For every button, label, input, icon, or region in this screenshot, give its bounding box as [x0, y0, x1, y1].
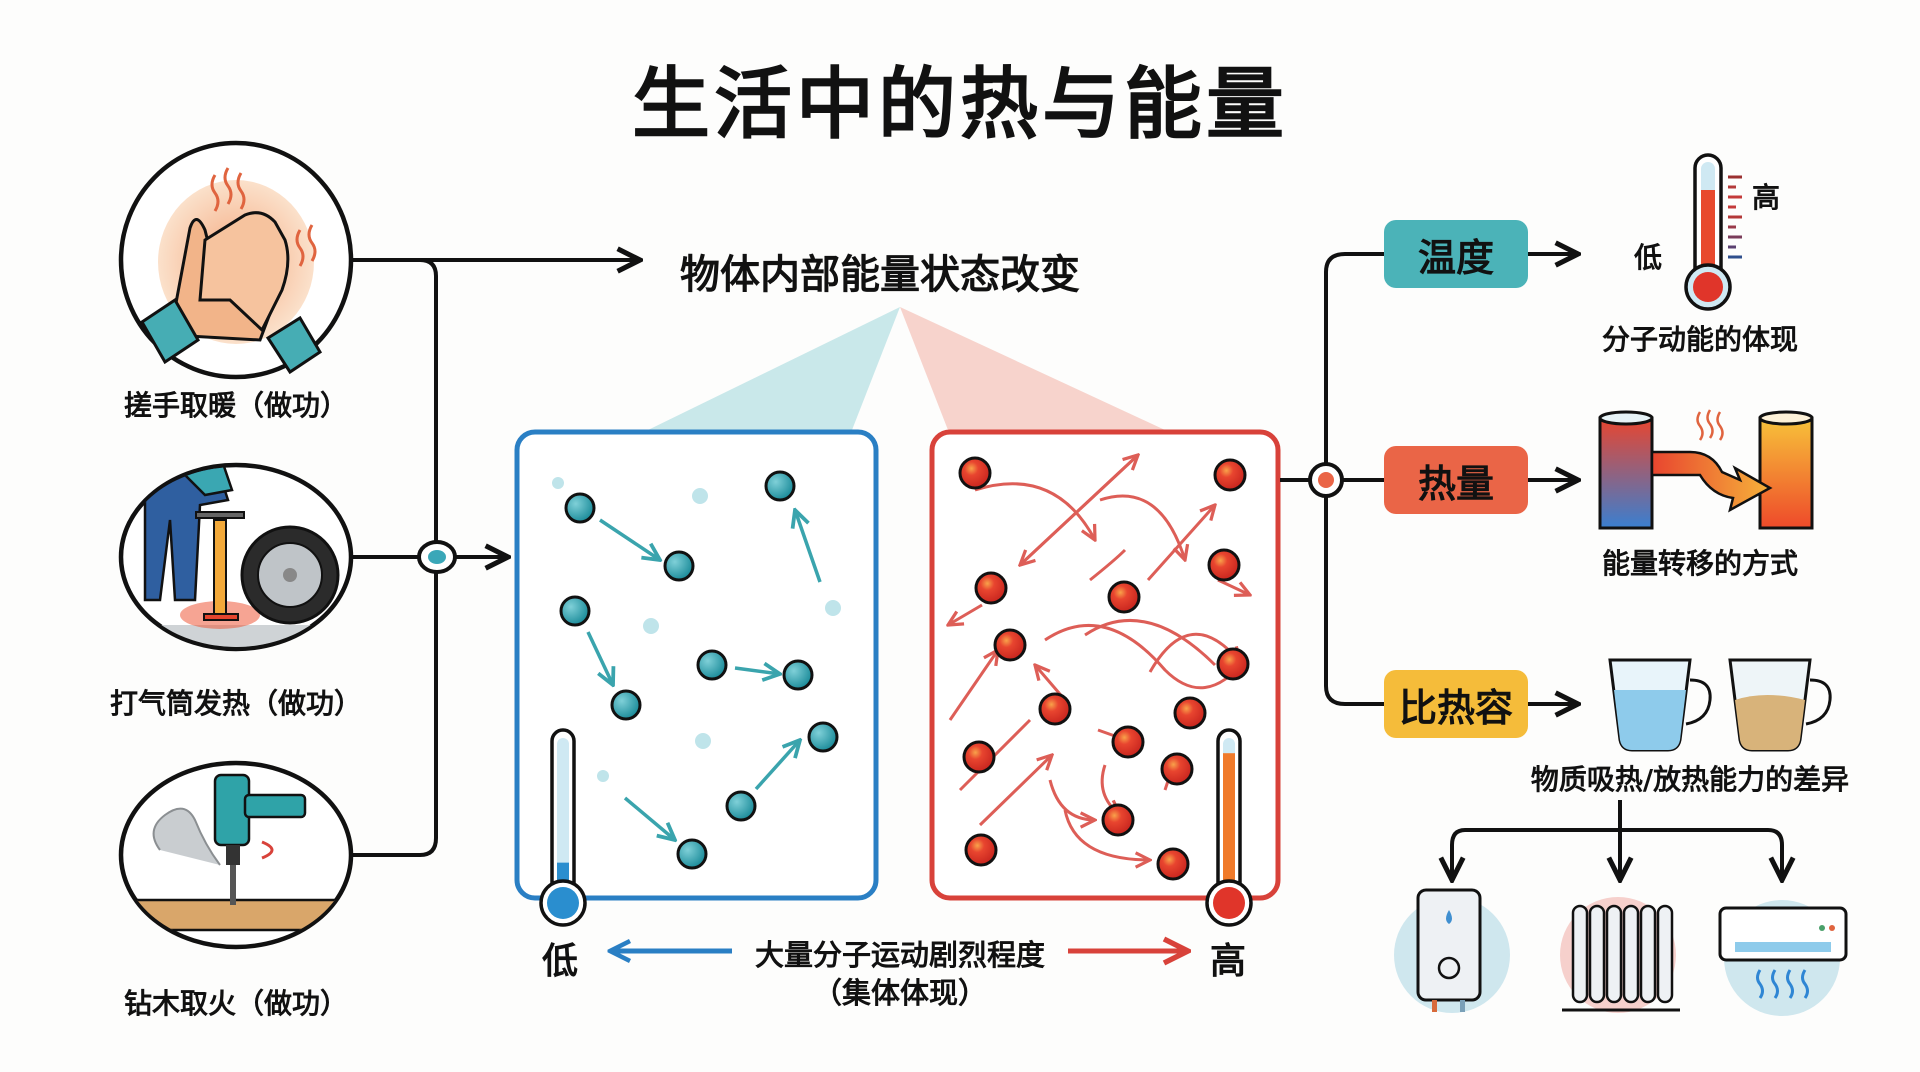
thermo-high-label: 高: [1752, 181, 1781, 214]
rubbing-hands-icon: [118, 140, 354, 380]
cold-thermometer: [539, 728, 587, 927]
scale-high-label: 高: [1210, 941, 1247, 982]
heat-transfer-icon: [1598, 409, 1814, 530]
drill-wood-icon: [118, 760, 354, 950]
badge-temperature: 温度: [1384, 220, 1528, 288]
page-title: 生活中的热与能量: [631, 60, 1288, 150]
scale-low-label: 低: [542, 941, 579, 982]
cold-molecule-panel: [514, 429, 879, 927]
example-label-rubbing-hands: 搓手取暖（做功）: [123, 389, 348, 422]
badge-specific-heat: 比热容: [1384, 670, 1528, 738]
water-mug-icon: [1608, 658, 1712, 752]
caption-specific-heat: 物质吸热/放热能力的差异: [1530, 763, 1850, 796]
water-heater-icon: [1394, 888, 1510, 1013]
central-label: 物体内部能量状态改变: [680, 252, 1080, 298]
hot-thermometer: [1205, 728, 1253, 927]
temperature-thermometer-icon: [1684, 153, 1742, 311]
example-label-drill-wood: 钻木取火（做功）: [123, 987, 348, 1020]
sand-mug-icon: [1728, 658, 1832, 752]
air-conditioner-icon: [1718, 900, 1848, 1016]
caption-temperature: 分子动能的体现: [1601, 323, 1798, 356]
junction-node-right: [1308, 462, 1344, 498]
hot-cone: [900, 307, 1165, 430]
hot-molecule-panel: [929, 429, 1281, 927]
badge-heat: 热量: [1384, 446, 1528, 514]
radiator-icon: [1560, 897, 1680, 1013]
example-label-tire-pump: 打气筒发热（做功）: [109, 687, 362, 720]
caption-heat: 能量转移的方式: [1601, 547, 1798, 580]
thermo-low-label: 低: [1634, 241, 1663, 274]
cold-cone: [648, 307, 900, 430]
junction-node-left: [417, 540, 457, 574]
scale-caption-sub: （集体体现）: [812, 976, 987, 1010]
scale-caption: 大量分子运动剧烈程度: [754, 938, 1045, 972]
tire-pump-icon: [118, 462, 354, 652]
